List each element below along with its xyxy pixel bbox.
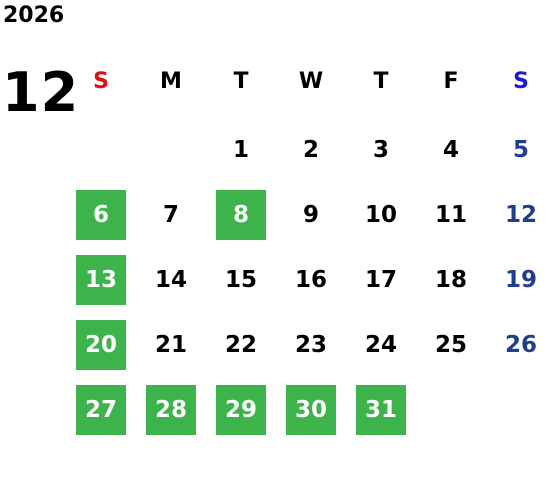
weekday-header-6: S xyxy=(513,68,529,94)
date-cell-8[interactable]: 8 xyxy=(216,190,266,240)
month-number: 12 xyxy=(2,61,80,124)
date-cell-20[interactable]: 20 xyxy=(76,320,126,370)
date-cell-12[interactable]: 12 xyxy=(504,202,537,228)
date-cell-28[interactable]: 28 xyxy=(146,385,196,435)
date-cell-22[interactable]: 22 xyxy=(224,332,257,358)
date-cell-27[interactable]: 27 xyxy=(76,385,126,435)
weekday-header-1: M xyxy=(160,68,182,94)
date-cell-11[interactable]: 11 xyxy=(434,202,467,228)
date-cell-21[interactable]: 21 xyxy=(154,332,187,358)
date-cell-5[interactable]: 5 xyxy=(512,137,529,163)
weekday-header-3: W xyxy=(298,68,324,94)
date-cell-10[interactable]: 10 xyxy=(364,202,397,228)
date-cell-25[interactable]: 25 xyxy=(434,332,467,358)
date-cell-26[interactable]: 26 xyxy=(504,332,537,358)
date-cell-2[interactable]: 2 xyxy=(302,137,319,163)
date-cell-3[interactable]: 3 xyxy=(372,137,389,163)
weekday-header-0: S xyxy=(93,68,109,94)
date-cell-19[interactable]: 19 xyxy=(504,267,537,293)
date-cell-30[interactable]: 30 xyxy=(286,385,336,435)
date-cell-16[interactable]: 16 xyxy=(294,267,327,293)
date-cell-18[interactable]: 18 xyxy=(434,267,467,293)
date-cell-9[interactable]: 9 xyxy=(302,202,319,228)
date-cell-13[interactable]: 13 xyxy=(76,255,126,305)
weekday-header-2: T xyxy=(233,68,249,94)
date-cell-4[interactable]: 4 xyxy=(442,137,459,163)
date-cell-1[interactable]: 1 xyxy=(232,137,249,163)
date-cell-15[interactable]: 15 xyxy=(224,267,257,293)
date-cell-7[interactable]: 7 xyxy=(162,202,179,228)
date-cell-29[interactable]: 29 xyxy=(216,385,266,435)
date-cell-23[interactable]: 23 xyxy=(294,332,327,358)
weekday-header-5: F xyxy=(443,68,459,94)
date-cell-14[interactable]: 14 xyxy=(154,267,187,293)
date-cell-24[interactable]: 24 xyxy=(364,332,397,358)
date-cell-6[interactable]: 6 xyxy=(76,190,126,240)
date-cell-17[interactable]: 17 xyxy=(364,267,397,293)
date-cell-31[interactable]: 31 xyxy=(356,385,406,435)
year-label: 2026 xyxy=(3,3,65,28)
weekday-header-4: T xyxy=(373,68,389,94)
